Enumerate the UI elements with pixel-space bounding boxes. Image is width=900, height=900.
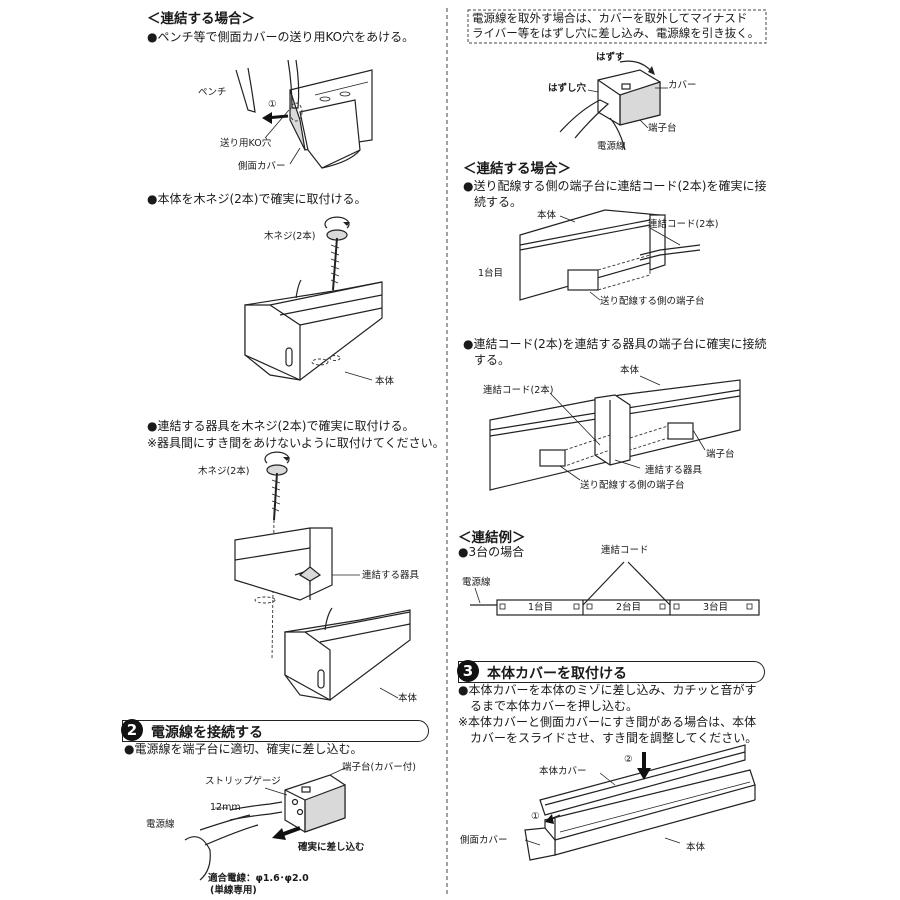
- note-cover-line-2: カバーをスライドさせ、すき間を調整してください。: [470, 731, 758, 745]
- note-box-line-1: 電源線を取外す場合は、カバーを取外してマイナスド: [472, 11, 748, 25]
- label-12mm: 12mm: [210, 802, 241, 813]
- step-body-screw: ●本体を木ネジ(2本)で確実に取付ける。: [147, 192, 367, 206]
- label-body-a: 本体: [375, 376, 395, 387]
- figure-joined-fixtures: [489, 375, 741, 491]
- figure-feed-cord: [519, 209, 701, 301]
- label-pliers: ペンチ: [198, 87, 227, 98]
- label-step-2: ②: [624, 754, 633, 765]
- step-wire-insert: ●電源線を端子台に適切、確実に差し込む。: [124, 742, 363, 756]
- label-link-cord: 連結コード: [601, 545, 649, 556]
- label-cover: カバー: [668, 80, 697, 91]
- section-2-header: 2 電源線を接続する: [121, 719, 429, 742]
- label-power-wire-right: 電源線: [597, 141, 626, 152]
- note-no-gap: ※器具間にすき間をあけないように取付けてください。: [147, 436, 445, 450]
- label-first-unit: 1台目: [478, 268, 504, 279]
- figure-terminal-wire: [184, 767, 346, 881]
- step-connect-cord-line-2: する。: [474, 353, 511, 367]
- label-body-cover: 本体カバー: [539, 766, 587, 777]
- figure-remove-wire: [559, 60, 668, 151]
- label-power-wire-left: 電源線: [146, 819, 175, 830]
- step-feed-cord-line-1: ●送り配線する側の端子台に連結コード(2本)を確実に接: [463, 179, 767, 193]
- label-side-cover: 側面カバー: [238, 161, 286, 172]
- step-fixture-screw: ●連結する器具を木ネジ(2本)で確実に取付ける。: [147, 419, 415, 433]
- note-box-line-2: ライバー等をはずし穴に差し込み、電源線を引き抜く。: [472, 26, 760, 40]
- figure-fixture-screw: [234, 451, 411, 702]
- label-cord-d: 連結コード(2本): [483, 385, 554, 396]
- section-3-title: 本体カバーを取付ける: [487, 666, 627, 682]
- label-wood-screw-b: 木ネジ(2本): [198, 466, 250, 477]
- label-step-1-right: ①: [531, 811, 540, 822]
- note-box-border: [467, 9, 767, 44]
- label-terminal-cover: 端子台(カバー付): [342, 762, 416, 773]
- step-cover-line-1: ●本体カバーを本体のミゾに差し込み、カチッと音がす: [458, 683, 757, 697]
- label-power-wire-example: 電源線: [462, 577, 491, 588]
- label-terminal-block: 端子台: [648, 123, 677, 134]
- label-body-e: 本体: [686, 842, 706, 853]
- label-feed-terminal-c: 送り配線する側の端子台: [600, 296, 705, 307]
- label-ko-hole: 送り用KO穴: [220, 138, 272, 149]
- figure-body-screw: [244, 216, 383, 381]
- connect-heading-right: ＜連結する場合＞: [463, 161, 571, 177]
- connect-heading-left: ＜連結する場合＞: [147, 11, 255, 27]
- section-3-number: 3: [457, 660, 479, 682]
- label-body-b: 本体: [398, 693, 418, 704]
- label-remove: はずす: [596, 52, 625, 63]
- step-ko-hole: ●ペンチ等で側面カバーの送り用KO穴をあける。: [147, 30, 415, 44]
- figure-body-cover: [524, 744, 756, 861]
- section-2-title: 電源線を接続する: [151, 725, 263, 741]
- example-case: ●3台の場合: [458, 545, 525, 559]
- unit-2: 2台目: [616, 602, 642, 613]
- label-insert-firmly: 確実に差し込む: [298, 842, 365, 853]
- label-side-cover-right: 側面カバー: [460, 835, 508, 846]
- label-terminal-d: 端子台: [706, 449, 735, 460]
- section-3-header: 3 本体カバーを取付ける: [457, 660, 765, 683]
- label-single-wire: (単線専用): [210, 885, 257, 896]
- note-cover-line-1: ※本体カバーと側面カバーにすき間がある場合は、本体: [458, 715, 757, 729]
- label-body-c: 本体: [537, 210, 557, 221]
- step-connect-cord-line-1: ●連結コード(2本)を連結する器具の端子台に確実に接続: [463, 337, 767, 351]
- label-wire-spec: 適合電線：φ1.6･φ2.0: [208, 873, 309, 884]
- step-feed-cord-line-2: 続する。: [474, 195, 523, 209]
- unit-1: 1台目: [528, 602, 554, 613]
- figure-ko-hole: [235, 59, 373, 169]
- section-2-number: 2: [121, 719, 143, 741]
- step-cover-line-2: るまで本体カバーを押し込む。: [470, 699, 639, 713]
- example-heading: ＜連結例＞: [458, 530, 526, 546]
- label-connected-fixture-d: 連結する器具: [645, 465, 703, 476]
- label-cord-c: 連結コード(2本): [648, 219, 719, 230]
- unit-3: 3台目: [703, 602, 729, 613]
- label-body-d: 本体: [620, 365, 640, 376]
- label-feed-terminal-d: 送り配線する側の端子台: [580, 480, 685, 491]
- label-step-1: ①: [268, 99, 277, 110]
- label-connected-fixture: 連結する器具: [362, 570, 420, 581]
- label-wood-screw-a: 木ネジ(2本): [264, 231, 316, 242]
- label-release-hole: はずし穴: [548, 83, 587, 94]
- figure-connection-example: [470, 561, 760, 616]
- label-strip-gauge: ストリップゲージ: [205, 776, 281, 787]
